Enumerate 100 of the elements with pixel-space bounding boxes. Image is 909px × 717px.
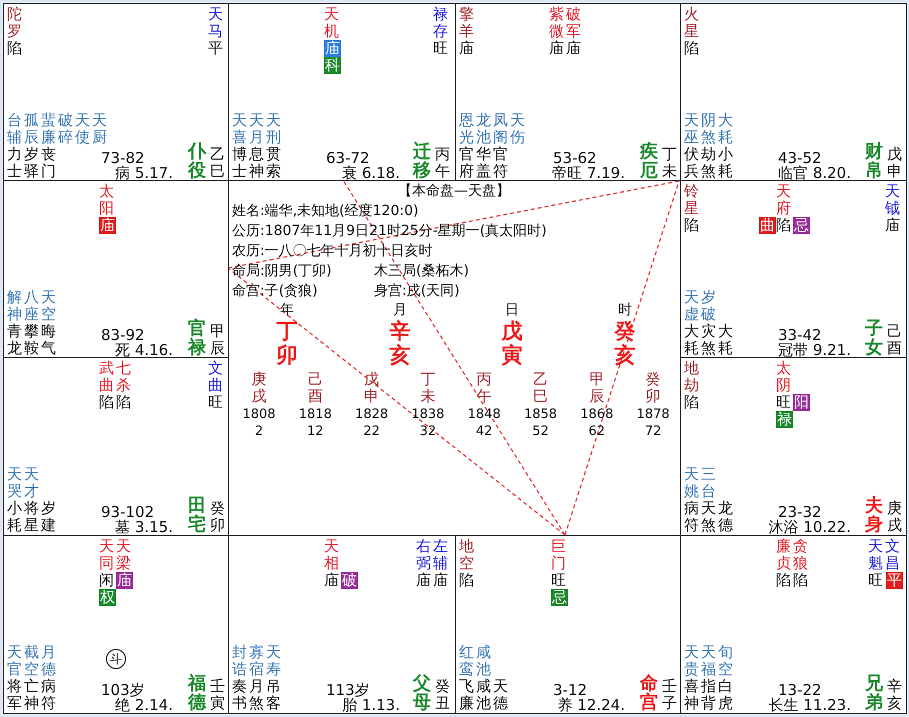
- minor-star-row: 巫煞耗: [684, 129, 735, 146]
- brightness-label: 陷: [116, 394, 131, 412]
- life-stage-label: 衰 6.18.: [342, 165, 400, 182]
- decade-year: 1848: [468, 408, 501, 423]
- pillar-stem-branch: 辛亥: [390, 319, 410, 368]
- life-stage-label: 病 5.17.: [115, 165, 173, 182]
- brightness-label: 陷: [7, 40, 22, 58]
- minor-star-row: 姚台: [684, 483, 718, 500]
- life-stage-label: 死 4.16.: [115, 342, 173, 360]
- brightness-label: 旺: [868, 572, 883, 590]
- deity-row: 军神符: [7, 695, 58, 712]
- life-stage-label: 冠带 9.21.: [778, 342, 851, 360]
- brightness-label: 庙: [566, 40, 581, 58]
- star-name: 天钺: [885, 183, 900, 216]
- minor-star-row-text: 天截月: [7, 644, 58, 661]
- star-name: 地劫: [684, 360, 699, 393]
- minor-star-row-text: 官空德: [7, 661, 58, 678]
- palace-cell: [455, 3, 681, 181]
- deity-row: 病天龙: [684, 500, 735, 518]
- palace-name: 命宫: [640, 675, 658, 713]
- transformation-badge: 忌: [551, 589, 568, 606]
- star-name: 天马: [208, 6, 223, 39]
- dashed-connector: [228, 268, 566, 536]
- star-name: 铃星: [684, 183, 699, 216]
- star-name: 天同: [99, 538, 114, 571]
- deity-row: 伏劫小: [684, 146, 735, 164]
- star-name: 擎羊: [459, 6, 474, 39]
- deity-row: 廉池德: [459, 695, 510, 712]
- decade-stem-branch: 甲辰: [589, 371, 604, 404]
- star-name: 右弼: [416, 538, 431, 571]
- minor-star-row: 天三: [684, 466, 718, 484]
- palace-cell: [228, 3, 456, 181]
- life-stage-label: 养 12.24.: [558, 697, 625, 714]
- star-name: 文曲: [208, 360, 223, 393]
- decade-year: 1868: [580, 408, 614, 423]
- minor-star-row: 鸾池: [459, 661, 493, 678]
- stem-branch: 壬寅: [210, 678, 225, 711]
- stem-branch: 己酉: [887, 323, 902, 356]
- palace-cell: [455, 535, 681, 714]
- age-range: 83-92: [101, 327, 145, 344]
- age-range: 13-22: [778, 682, 822, 699]
- palace-name: 仆役: [188, 143, 206, 181]
- minor-star-row: 天岁: [684, 289, 718, 306]
- info-line: 命宫:子(贪狼): [232, 283, 318, 300]
- palace-cell: [3, 535, 229, 714]
- deity-row-text: 奏月吊: [232, 678, 283, 695]
- minor-star-row-text: 封寡天: [232, 644, 283, 661]
- minor-star-row-text: 红咸: [459, 644, 493, 661]
- dashed-connector: [564, 180, 680, 536]
- transformation-badge: 科: [324, 57, 341, 74]
- transformation-badge: 权: [99, 589, 116, 606]
- decade-age: 12: [307, 425, 324, 440]
- star-name: 太阳: [99, 183, 114, 216]
- brightness-label: 陷: [684, 217, 699, 234]
- star-name: 左辅: [433, 538, 448, 571]
- palace-cell: [228, 535, 456, 714]
- palace-name: 田宅: [188, 497, 206, 535]
- minor-star-row: 天天天: [232, 112, 283, 130]
- decade-stem-branch: 庚戌: [252, 371, 266, 404]
- star-name: 地空: [459, 538, 474, 571]
- decade-stem-branch: 己酉: [308, 371, 323, 404]
- stem-branch: 丁未: [662, 146, 677, 179]
- brightness-label: 旺: [433, 40, 448, 58]
- star-name: 天梁: [116, 538, 131, 571]
- age-range: 103岁: [101, 682, 145, 699]
- star-name: 禄存: [433, 6, 448, 39]
- minor-star-row: 贵福空: [684, 661, 735, 678]
- deity-row: 将亡病: [7, 678, 58, 696]
- brightness-label: 陷: [99, 394, 114, 412]
- pillar-label: 月: [393, 302, 407, 318]
- minor-star-row: 天天: [7, 466, 41, 484]
- deity-row: 神背虎: [684, 695, 735, 712]
- brightness-label: 陷: [776, 217, 791, 234]
- age-range: 73-82: [101, 150, 145, 167]
- palace-cell: [3, 180, 229, 358]
- transformation-badge: 阳: [793, 394, 810, 410]
- brightness-label: 陷: [793, 572, 808, 590]
- star-name: 天魁: [868, 538, 883, 571]
- palace-name: 子女: [865, 320, 883, 358]
- minor-star-row: 辅辰廉碎使厨: [7, 129, 109, 146]
- info-line: 姓名:端华,未知地(经度120:0): [232, 203, 418, 220]
- brightness-label: 旺: [776, 394, 791, 412]
- transformation-badge: 庙: [324, 40, 341, 56]
- brightness-label: 陷: [459, 572, 474, 590]
- deity-row: 书煞客: [232, 695, 283, 712]
- life-stage-label: 绝 2.14.: [115, 697, 173, 714]
- palace-name: 官禄: [188, 320, 206, 358]
- decade-age: 72: [644, 425, 662, 440]
- star-name: 武曲: [99, 360, 114, 393]
- stem-branch: 辛亥: [887, 678, 902, 711]
- stem-branch: 乙巳: [210, 146, 225, 179]
- stem-branch: 壬子: [662, 678, 677, 711]
- chart-title: 【本命盘—天盘】: [398, 183, 510, 200]
- star-name: 天相: [324, 538, 339, 571]
- decade-age: 22: [363, 425, 380, 440]
- stem-branch: 丙午: [435, 146, 450, 179]
- star-name: 巨门: [551, 538, 566, 571]
- deity-row: 耗煞耗: [684, 340, 735, 358]
- decade-stem-branch: 乙巳: [533, 371, 548, 404]
- brightness-label: 陷: [684, 394, 699, 412]
